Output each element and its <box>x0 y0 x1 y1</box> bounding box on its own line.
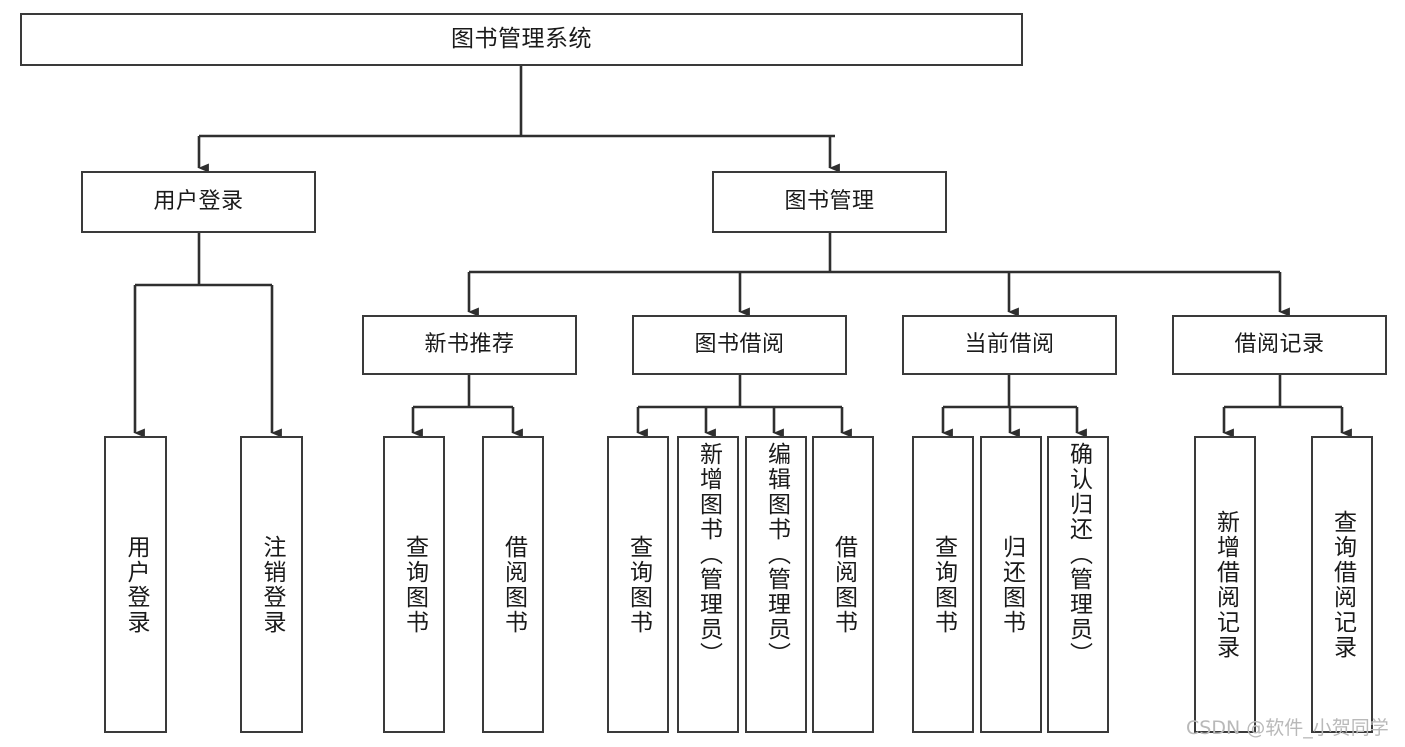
leaf-edit-book-admin[interactable]: 编辑图书（管理员） <box>745 436 807 733</box>
node-label: 图书借阅 <box>694 331 785 357</box>
leaf-confirm-return-admin[interactable]: 确认归还（管理员） <box>1047 436 1109 733</box>
node-label: 借阅图书 <box>500 534 527 635</box>
node-borrow-record[interactable]: 借阅记录 <box>1172 315 1387 375</box>
node-label: 图书管理 <box>784 188 875 214</box>
node-label: 确认归还（管理员） <box>1065 442 1092 667</box>
node-label: 查询图书 <box>625 534 652 635</box>
node-current-borrow[interactable]: 当前借阅 <box>902 315 1117 375</box>
node-label: 查询图书 <box>401 534 428 635</box>
node-label: 查询图书 <box>930 534 957 635</box>
node-label: 当前借阅 <box>964 331 1055 357</box>
node-label: 新书推荐 <box>424 331 515 357</box>
leaf-query-book-current[interactable]: 查询图书 <box>912 436 974 733</box>
node-label: 查询借阅记录 <box>1329 509 1356 660</box>
node-label: 注销登录 <box>259 534 285 635</box>
node-label: 用户登录 <box>153 188 244 214</box>
csdn-watermark: CSDN @软件_小贺同学 <box>1186 717 1389 739</box>
node-label: 编辑图书（管理员） <box>763 442 790 667</box>
node-label: 归还图书 <box>998 534 1025 635</box>
node-label: 用户登录 <box>123 534 149 635</box>
node-label: 图书管理系统 <box>451 25 592 52</box>
node-new-book-recommend[interactable]: 新书推荐 <box>362 315 577 375</box>
node-label: 借阅记录 <box>1234 331 1325 357</box>
leaf-query-borrow-record[interactable]: 查询借阅记录 <box>1311 436 1373 733</box>
leaf-add-borrow-record[interactable]: 新增借阅记录 <box>1194 436 1256 733</box>
node-book-borrow[interactable]: 图书借阅 <box>632 315 847 375</box>
leaf-return-book[interactable]: 归还图书 <box>980 436 1042 733</box>
node-root-book-management-system[interactable]: 图书管理系统 <box>20 13 1023 66</box>
leaf-query-book-borrow[interactable]: 查询图书 <box>607 436 669 733</box>
leaf-user-logout[interactable]: 注销登录 <box>240 436 303 733</box>
leaf-borrow-book-new[interactable]: 借阅图书 <box>482 436 544 733</box>
leaf-user-login[interactable]: 用户登录 <box>104 436 167 733</box>
node-label: 借阅图书 <box>830 534 857 635</box>
leaf-query-book-new[interactable]: 查询图书 <box>383 436 445 733</box>
leaf-add-book-admin[interactable]: 新增图书（管理员） <box>677 436 739 733</box>
node-book-manage[interactable]: 图书管理 <box>712 171 947 233</box>
node-label: 新增图书（管理员） <box>695 442 722 667</box>
leaf-borrow-book-borrow[interactable]: 借阅图书 <box>812 436 874 733</box>
node-label: 新增借阅记录 <box>1212 509 1239 660</box>
node-user-login[interactable]: 用户登录 <box>81 171 316 233</box>
